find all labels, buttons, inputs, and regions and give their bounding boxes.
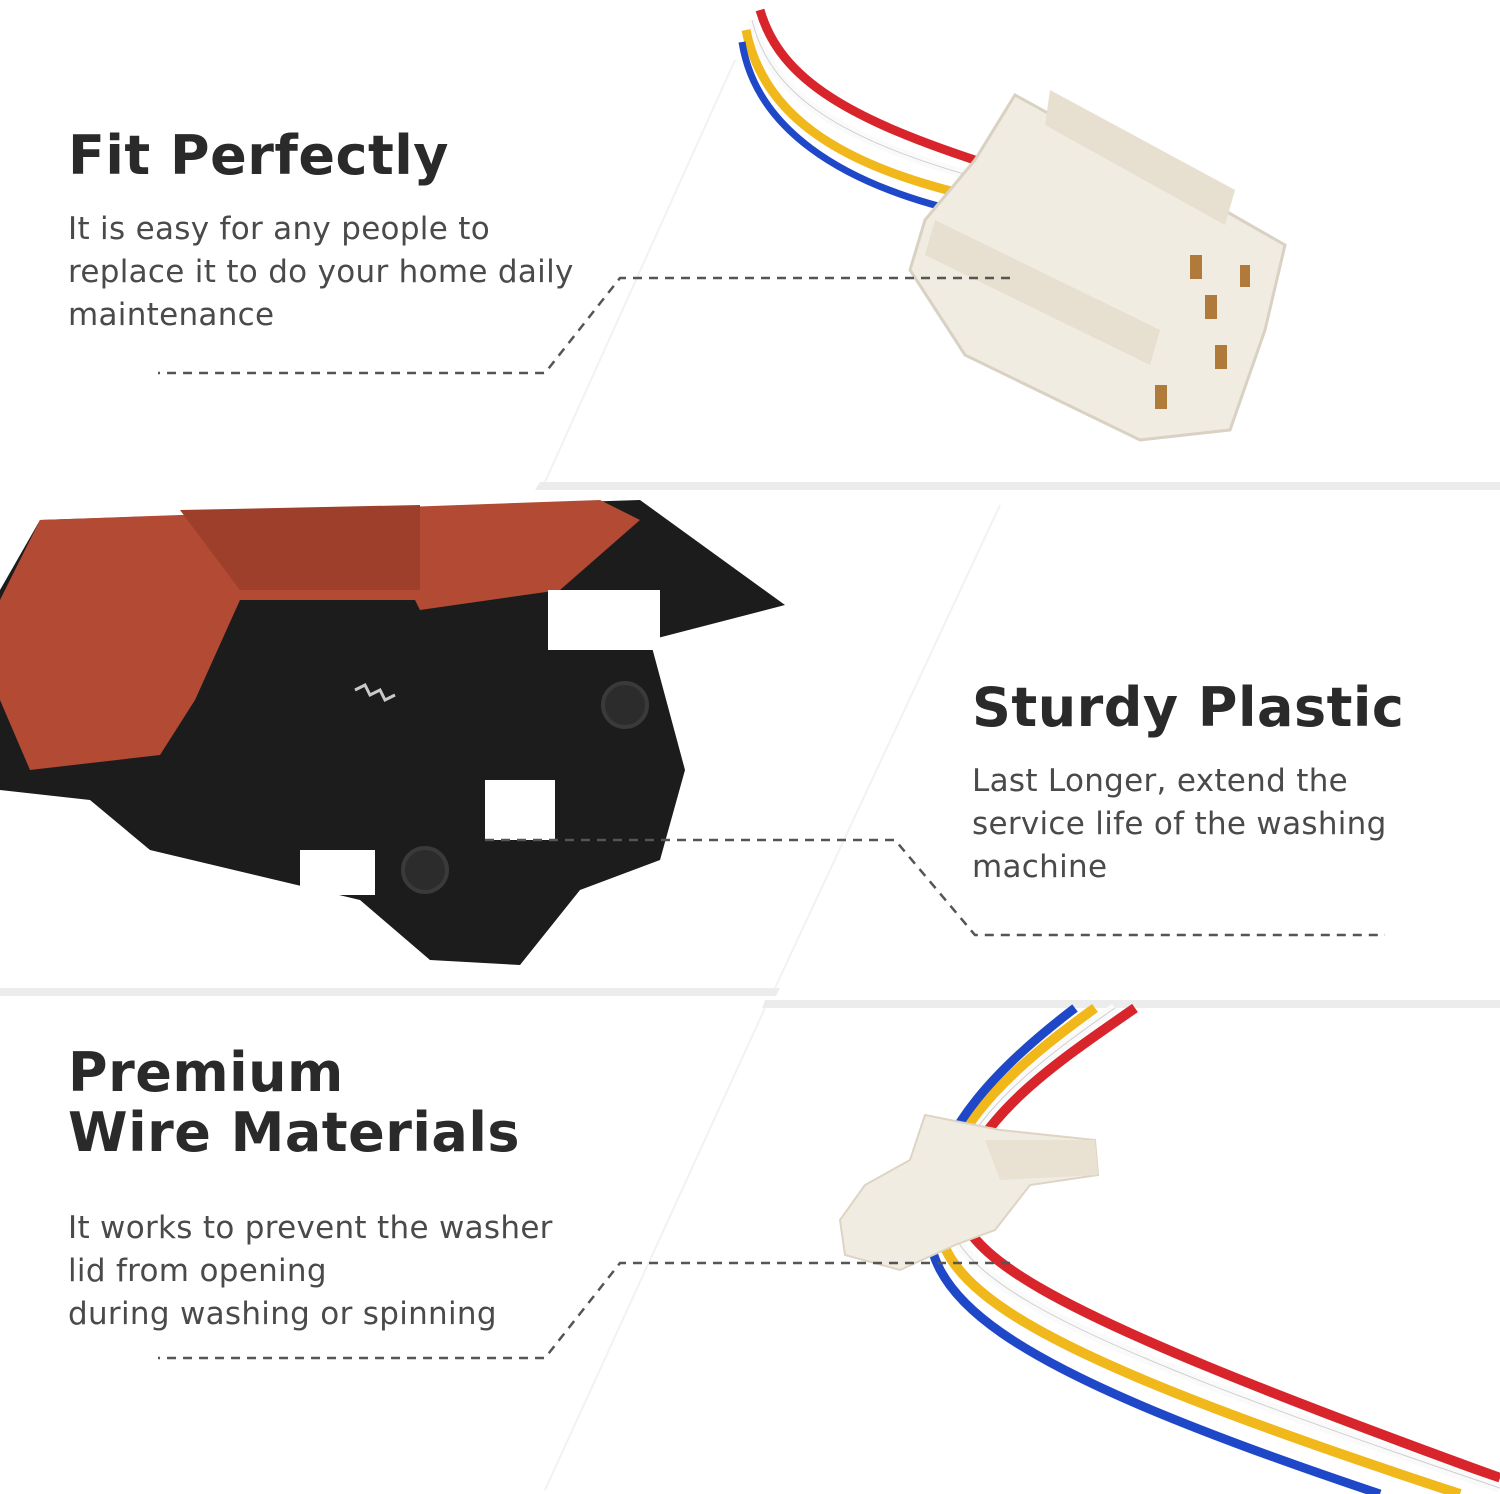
feature-description-line: lid from opening (68, 1253, 327, 1289)
panel-divider-2 (0, 988, 780, 996)
feature-premium-wire: Premium Wire Materials It works to preve… (68, 1043, 553, 1336)
callout-lines (158, 276, 1385, 1360)
feature-description-line: replace it to do your home daily (68, 254, 574, 290)
feature-description: Last Longer, extend the service life of … (972, 760, 1404, 889)
feature-title-line: Fit Perfectly (68, 124, 449, 187)
wire-harness-image (838, 1003, 1500, 1494)
callout-line-2 (485, 838, 1385, 937)
feature-title: Sturdy Plastic (972, 678, 1404, 738)
panel-dividers (0, 59, 1500, 1491)
callout-line-3 (158, 1261, 1010, 1360)
panel-edge-3 (544, 1007, 766, 1491)
panel-divider-1 (535, 482, 1500, 490)
feature-description-line: It is easy for any people to (68, 211, 490, 247)
feature-sturdy-plastic: Sturdy Plastic Last Longer, extend the s… (972, 678, 1404, 889)
feature-title-line: Sturdy Plastic (972, 676, 1405, 739)
feature-title-line: Premium (68, 1041, 344, 1104)
callout-line-1 (158, 276, 1010, 375)
feature-description-line: maintenance (68, 297, 275, 333)
feature-title-line: Wire Materials (68, 1101, 520, 1164)
feature-description-line: It works to prevent the washer (68, 1210, 553, 1246)
feature-fit-perfectly: Fit Perfectly It is easy for any people … (68, 126, 574, 337)
panel-divider-3 (762, 1000, 1500, 1008)
panel-edge-2 (774, 504, 1001, 989)
feature-description-line: service life of the washing (972, 806, 1387, 842)
feature-description-line: Last Longer, extend the (972, 763, 1349, 799)
connector-image (738, 8, 1287, 442)
panel-edge-1 (544, 59, 736, 483)
feature-description: It works to prevent the washer lid from … (68, 1207, 553, 1336)
feature-title: Fit Perfectly (68, 126, 574, 186)
feature-description-line: machine (972, 849, 1108, 885)
feature-title: Premium Wire Materials (68, 1043, 553, 1163)
feature-description-line: during washing or spinning (68, 1296, 497, 1332)
latch-image (0, 500, 785, 965)
feature-description: It is easy for any people to replace it … (68, 208, 574, 337)
